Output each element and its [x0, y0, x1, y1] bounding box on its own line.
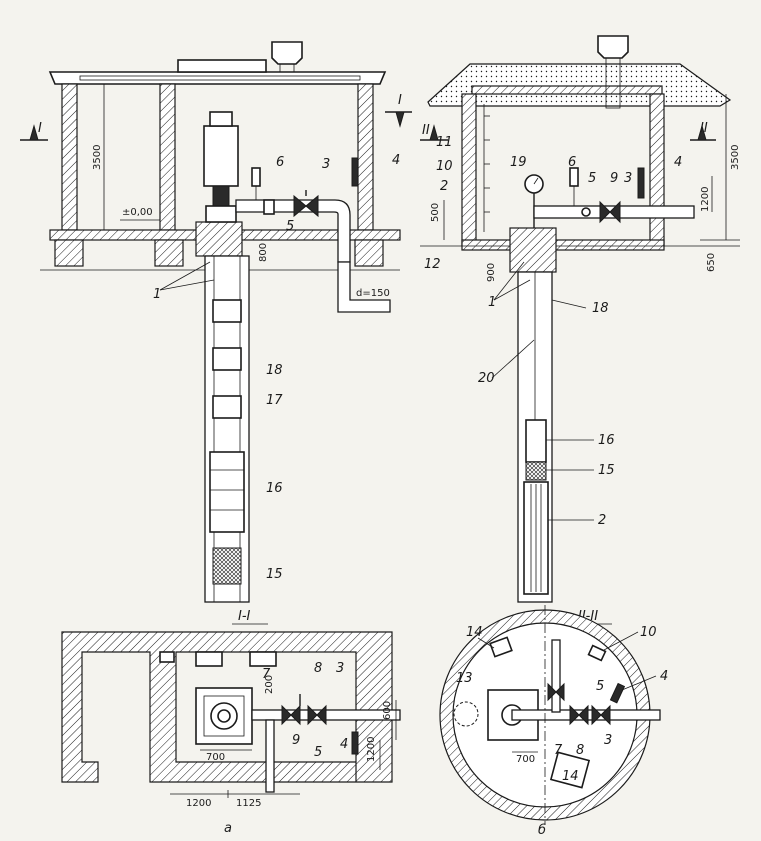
dim-650-right: 650: [706, 253, 717, 272]
plan-label-5-left: 5: [314, 745, 322, 760]
plan-label-7-left: 7: [262, 667, 271, 682]
label-18-right: 18: [592, 301, 609, 316]
section-mark-II-right: II: [700, 121, 708, 136]
right-floor: [461, 239, 665, 251]
label-19-right: 19: [510, 155, 527, 170]
right-ventilator: [597, 35, 629, 59]
right-labels: II II 11 10 2 19 6 5 9 3 4 12 1 18 20 16…: [422, 121, 741, 528]
plan-label-3-right: 3: [604, 733, 612, 748]
plan-label-14b-right: 14: [562, 769, 579, 784]
left-labels: I I 3500 ±0,00 800 d=150 1 3 4 5 6 18 17…: [38, 93, 402, 582]
dim-level-zero: ±0,00: [122, 207, 153, 218]
label-9-right: 9: [610, 171, 618, 186]
label-5-left: 5: [286, 219, 294, 234]
left-footing-2: [154, 239, 184, 267]
plan-label-14a-right: 14: [466, 625, 483, 640]
dim-1200-right: 1200: [700, 187, 711, 212]
left-gate-valve: [293, 194, 319, 218]
left-footing-1: [54, 239, 84, 267]
right-gate-valve: [599, 200, 621, 224]
right-plan: II-II: [439, 605, 661, 825]
right-wall-right: [649, 93, 665, 247]
right-wall-left: [461, 93, 477, 247]
left-roof-hatch: [79, 75, 361, 81]
left-roof: [48, 71, 387, 85]
label-10-right: 10: [436, 159, 453, 174]
dim-500-right: 500: [430, 203, 441, 222]
left-elevation: [20, 41, 412, 603]
right-roof-slab: [471, 85, 663, 95]
right-plan-labels: 14 10 13 5 4 7 8 3 14 700 б: [456, 625, 668, 838]
dim-1200-plan-h: 1200: [186, 798, 211, 809]
label-4-right: 4: [674, 155, 682, 170]
plan-label-3-left: 3: [336, 661, 344, 676]
label-18-left: 18: [266, 363, 283, 378]
dim-d150: d=150: [356, 288, 390, 299]
label-2b-right: 2: [598, 513, 606, 528]
plan-label-8-left: 8: [314, 661, 322, 676]
dim-700-plan-left: 700: [206, 752, 225, 763]
section-mark-I-left: I: [38, 121, 42, 136]
plan-label-4-left: 4: [340, 737, 348, 752]
left-roof-hatch-cover: [177, 59, 267, 73]
left-pump-motor: [203, 125, 239, 187]
left-footing-3: [354, 239, 384, 267]
dim-1125-plan: 1125: [236, 798, 261, 809]
label-5-right: 5: [588, 171, 596, 186]
dim-3500-right: 3500: [730, 145, 741, 170]
dim-600-plan: 600: [382, 701, 393, 720]
dim-1200-plan-v: 1200: [366, 737, 377, 762]
left-wall-left: [61, 83, 78, 231]
label-1-left: 1: [153, 287, 161, 302]
plan-label-10-right: 10: [640, 625, 657, 640]
left-ventilator: [271, 41, 303, 65]
left-strainer: [212, 547, 242, 585]
dim-900-right: 900: [486, 263, 497, 282]
left-plan: I-I: [61, 609, 401, 798]
label-2-right: 2: [440, 179, 448, 194]
label-11-right: 11: [436, 135, 453, 150]
plan-label-5-right: 5: [596, 679, 604, 694]
dim-700-plan-right: 700: [516, 754, 535, 765]
label-6-right: 6: [568, 155, 576, 170]
label-15-left: 15: [266, 567, 283, 582]
section-mark-I-right: I: [398, 93, 402, 108]
label-12-right: 12: [424, 257, 441, 272]
plan-label-7-right: 7: [554, 743, 563, 758]
right-plan-box-14a: [489, 636, 513, 658]
label-15-right: 15: [598, 463, 615, 478]
plan-label-9-left: 9: [292, 733, 300, 748]
section-mark-II-left: II: [422, 123, 430, 138]
section-title-I-I: I-I: [238, 609, 251, 624]
dim-800: 800: [258, 243, 269, 262]
label-1-right: 1: [488, 295, 496, 310]
label-6-left: 6: [276, 155, 284, 170]
label-4-left: 4: [392, 153, 400, 168]
plan-label-13-right: 13: [456, 671, 473, 686]
dim-200-plan: 200: [264, 675, 275, 694]
plan-label-4-right: 4: [660, 669, 668, 684]
left-well-collar: [195, 221, 243, 257]
left-plan-walls: [61, 631, 393, 783]
label-16-left: 16: [266, 481, 283, 496]
label-3-right: 3: [624, 171, 632, 186]
label-17-left: 17: [266, 393, 283, 408]
label-20-right: 20: [478, 371, 495, 386]
right-strainer: [525, 461, 547, 481]
right-plan-hatch-13: [453, 701, 479, 727]
left-wall-right: [357, 83, 374, 231]
right-plan-box-10: [587, 644, 607, 662]
dim-3500-left: 3500: [92, 145, 103, 170]
left-plan-labels: 7 8 3 9 5 4 200 700 600 1200 1200 1125 а: [186, 661, 393, 836]
right-well-collar: [509, 227, 557, 273]
label-3-left: 3: [322, 157, 330, 172]
plan-label-8-right: 8: [576, 743, 584, 758]
caption-a: а: [224, 821, 232, 836]
right-elevation: [420, 35, 740, 603]
left-wall-mid: [159, 83, 176, 231]
caption-b: б: [538, 823, 546, 838]
right-plan-box-14b: [549, 751, 591, 789]
label-16-right: 16: [598, 433, 615, 448]
